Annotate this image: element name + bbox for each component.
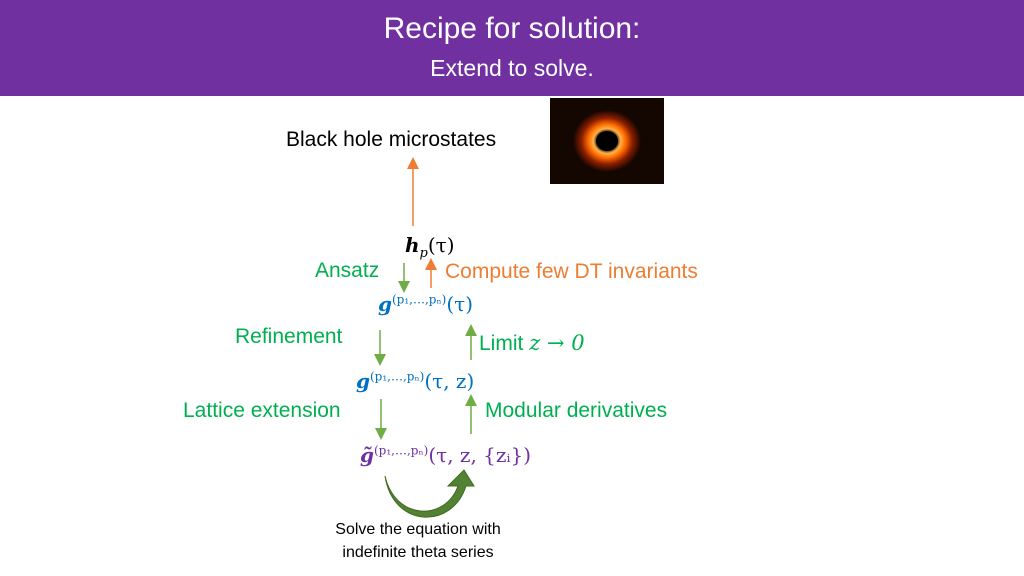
g-tilde: g̃(p₁,…,pₙ)(τ, z, {zᵢ}) [360, 443, 531, 468]
h-args: (τ) [427, 233, 455, 257]
refinement-label: Refinement [235, 325, 343, 348]
black-hole-glow [550, 98, 664, 184]
g2-args: (τ, z) [424, 369, 475, 393]
compute-label: Compute few DT invariants [445, 260, 698, 283]
solve-line-1: Solve the equation with [335, 521, 501, 538]
g2-symbol: g [356, 369, 370, 393]
g1-superscript: (p₁,…,pₙ) [391, 292, 447, 307]
h-subscript: p [419, 246, 428, 261]
ansatz-label: Ansatz [315, 259, 380, 282]
h-symbol: h [405, 233, 420, 257]
limit-label: Limit z → 0 [479, 331, 585, 356]
h-p-tau: hp(τ) [405, 233, 455, 261]
limit-math: z → 0 [529, 331, 585, 355]
top-label: Black hole microstates [286, 128, 497, 151]
g1-symbol: g [378, 292, 392, 316]
slide-subtitle: Extend to solve. [430, 55, 594, 81]
curved-arrow-icon [384, 469, 475, 518]
solve-caption: Solve the equation with indefinite theta… [308, 518, 528, 564]
g-tau: g(p₁,…,pₙ)(τ) [378, 292, 473, 317]
g1-args: (τ) [446, 292, 474, 316]
black-hole-image [550, 98, 664, 184]
slide-title: Recipe for solution: [383, 12, 641, 45]
g3-superscript: (p₁,…,pₙ) [373, 443, 429, 458]
g3-symbol: g̃ [360, 443, 374, 467]
modular-label: Modular derivatives [485, 399, 668, 422]
g3-args: (τ, z, {zᵢ}) [428, 443, 531, 467]
limit-text: Limit [479, 332, 524, 355]
header-bar: Recipe for solution: Extend to solve. [0, 0, 1024, 96]
g-tau-z: g(p₁,…,pₙ)(τ, z) [356, 369, 474, 394]
lattice-label: Lattice extension [183, 399, 341, 422]
g2-superscript: (p₁,…,pₙ) [369, 369, 425, 384]
solve-line-2: indefinite theta series [342, 544, 494, 561]
